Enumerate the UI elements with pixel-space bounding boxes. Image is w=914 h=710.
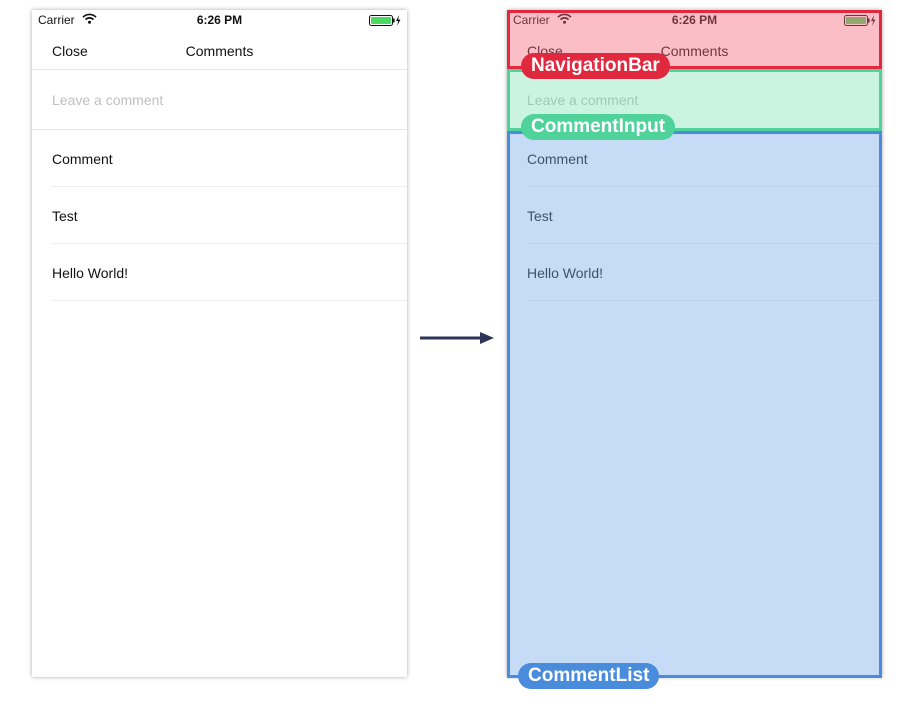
comment-text: Hello World! (52, 265, 128, 281)
phone-screen-original: Carrier 6:26 PM Close Comments Comment T… (32, 10, 407, 677)
list-item[interactable]: Hello World! (52, 244, 407, 301)
page-title: Comments (660, 43, 729, 59)
battery-icon (369, 15, 401, 26)
comment-text: Test (52, 208, 78, 224)
close-button[interactable]: Close (52, 43, 88, 59)
carrier-label: Carrier (38, 13, 75, 27)
comment-text: Test (527, 208, 553, 224)
navigation-bar: Close Comments (32, 30, 407, 70)
wifi-icon (82, 13, 97, 24)
list-item[interactable]: Comment (527, 130, 882, 187)
wifi-icon (557, 13, 572, 24)
phone-screen-annotated: Carrier 6:26 PM Close Comments Comment T… (507, 10, 882, 677)
list-item[interactable]: Test (527, 187, 882, 244)
comment-text: Comment (52, 151, 113, 167)
comment-list-tag: CommentList (518, 663, 660, 689)
status-bar: Carrier 6:26 PM (32, 10, 407, 30)
comment-text: Hello World! (527, 265, 603, 281)
navigation-bar-tag: NavigationBar (521, 53, 670, 79)
comment-input[interactable] (527, 90, 862, 110)
comment-input-row (32, 70, 407, 130)
list-item[interactable]: Hello World! (527, 244, 882, 301)
status-time: 6:26 PM (196, 13, 243, 27)
carrier-label: Carrier (513, 13, 550, 27)
status-bar: Carrier 6:26 PM (507, 10, 882, 30)
comment-input-tag: CommentInput (521, 114, 676, 140)
comment-input[interactable] (52, 90, 387, 110)
list-item[interactable]: Comment (52, 130, 407, 187)
battery-icon (844, 15, 876, 26)
page-title: Comments (185, 43, 254, 59)
arrow-right-icon (420, 332, 494, 344)
comment-text: Comment (527, 151, 588, 167)
comment-list[interactable]: Comment Test Hello World! (32, 130, 407, 677)
list-item[interactable]: Test (52, 187, 407, 244)
comment-list[interactable]: Comment Test Hello World! (507, 130, 882, 677)
status-time: 6:26 PM (671, 13, 718, 27)
